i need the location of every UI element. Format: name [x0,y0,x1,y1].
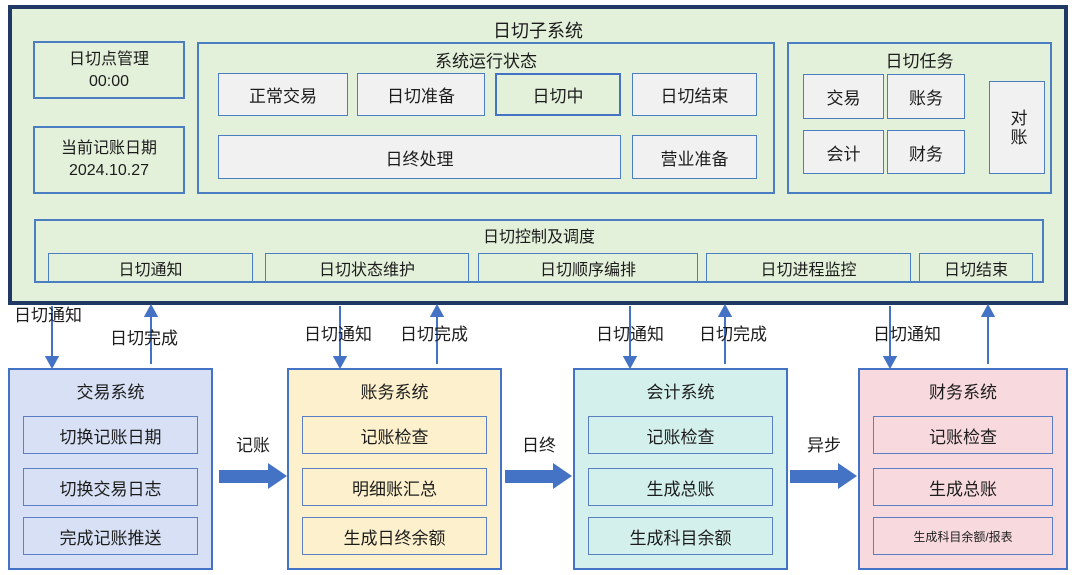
arrow-accounting-to-finance [790,463,857,489]
accounting-item-subject-balance: 生成科目余额 [588,517,773,555]
accounting-item-booking-check: 记账检查 [588,416,773,454]
daycut-tasks-title: 日切任务 [885,52,954,71]
trade-system-title: 交易系统 [76,383,145,402]
ctrl-sequence-arrange: 日切顺序编排 [478,253,698,282]
finance-item-general-ledger: 生成总账 [873,468,1053,506]
ctrl-progress-monitor: 日切进程监控 [706,253,911,282]
finance-system-box: 财务系统 记账检查 生成总账 生成科目余额/报表 [858,368,1068,570]
account-item-booking-check: 记账检查 [302,416,487,454]
flow-label-trade-notify: 日切通知 [14,306,82,325]
state-eod-processing: 日终处理 [218,135,621,179]
account-item-eod-balance: 生成日终余额 [302,517,487,555]
task-reconciliation: 对账 [989,81,1045,174]
finance-item-subject-balance-report: 生成科目余额/报表 [873,517,1053,555]
accounting-system-box: 会计系统 记账检查 生成总账 生成科目余额 [573,368,788,570]
accounting-item-general-ledger: 生成总账 [588,468,773,506]
task-account: 账务 [887,74,965,119]
ctrl-status-maintain: 日切状态维护 [265,253,469,282]
state-daycut-end: 日切结束 [632,73,757,116]
account-system-title: 账务系统 [360,383,429,402]
trade-item-switch-booking-date: 切换记账日期 [23,416,198,454]
account-item-detail-summary: 明细账汇总 [302,468,487,506]
panel-title: 日切子系统 [493,21,583,41]
task-finance: 财务 [887,130,965,174]
state-daycut-in-progress: 日切中 [495,73,621,116]
link-label-async: 异步 [807,436,841,455]
account-system-box: 账务系统 记账检查 明细账汇总 生成日终余额 [287,368,502,570]
link-label-eod: 日终 [522,436,556,455]
finance-item-booking-check: 记账检查 [873,416,1053,454]
daycut-point-box: 日切点管理 00:00 [33,41,185,99]
booking-date-box: 当前记账日期 2024.10.27 [33,126,185,194]
control-scheduling-section: 日切控制及调度 日切通知 日切状态维护 日切顺序编排 日切进程监控 日切结束 [34,219,1044,283]
control-scheduling-title: 日切控制及调度 [482,229,595,246]
flow-label-account-done: 日切完成 [400,325,468,344]
arrow-account-to-accounting [505,463,572,489]
task-trade: 交易 [803,74,884,119]
state-business-prep: 营业准备 [632,135,757,179]
state-normal-trading: 正常交易 [218,73,348,116]
daycut-point-value: 00:00 [88,73,130,90]
flow-label-accounting-done: 日切完成 [699,325,767,344]
run-status-title: 系统运行状态 [435,52,537,71]
state-daycut-prepare: 日切准备 [357,73,485,116]
trade-item-finish-booking-push: 完成记账推送 [23,517,198,555]
ctrl-daycut-notify: 日切通知 [48,253,253,282]
daycut-point-label: 日切点管理 [68,51,149,68]
link-label-booking: 记账 [236,436,270,455]
ctrl-daycut-end: 日切结束 [919,253,1033,282]
accounting-system-title: 会计系统 [646,383,715,402]
run-status-section: 系统运行状态 正常交易 日切准备 日切中 日切结束 日终处理 营业准备 [197,42,775,194]
finance-system-title: 财务系统 [929,383,997,402]
trade-item-switch-trade-log: 切换交易日志 [23,468,198,506]
daycut-subsystem-panel: 日切子系统 日切点管理 00:00 当前记账日期 2024.10.27 系统运行… [8,5,1068,305]
flow-label-accounting-notify: 日切通知 [596,325,664,344]
flow-label-trade-done: 日切完成 [110,329,178,348]
arrow-trade-to-account [219,463,287,489]
booking-date-value: 2024.10.27 [68,162,150,179]
booking-date-label: 当前记账日期 [60,140,157,157]
daycut-tasks-section: 日切任务 交易 账务 会计 财务 对账 [787,42,1052,194]
task-accounting: 会计 [803,130,884,174]
flow-label-account-notify: 日切通知 [304,325,372,344]
flow-label-finance-notify: 日切通知 [873,325,941,344]
notify-done-arrows [44,303,996,370]
trade-system-box: 交易系统 切换记账日期 切换交易日志 完成记账推送 [8,368,213,570]
